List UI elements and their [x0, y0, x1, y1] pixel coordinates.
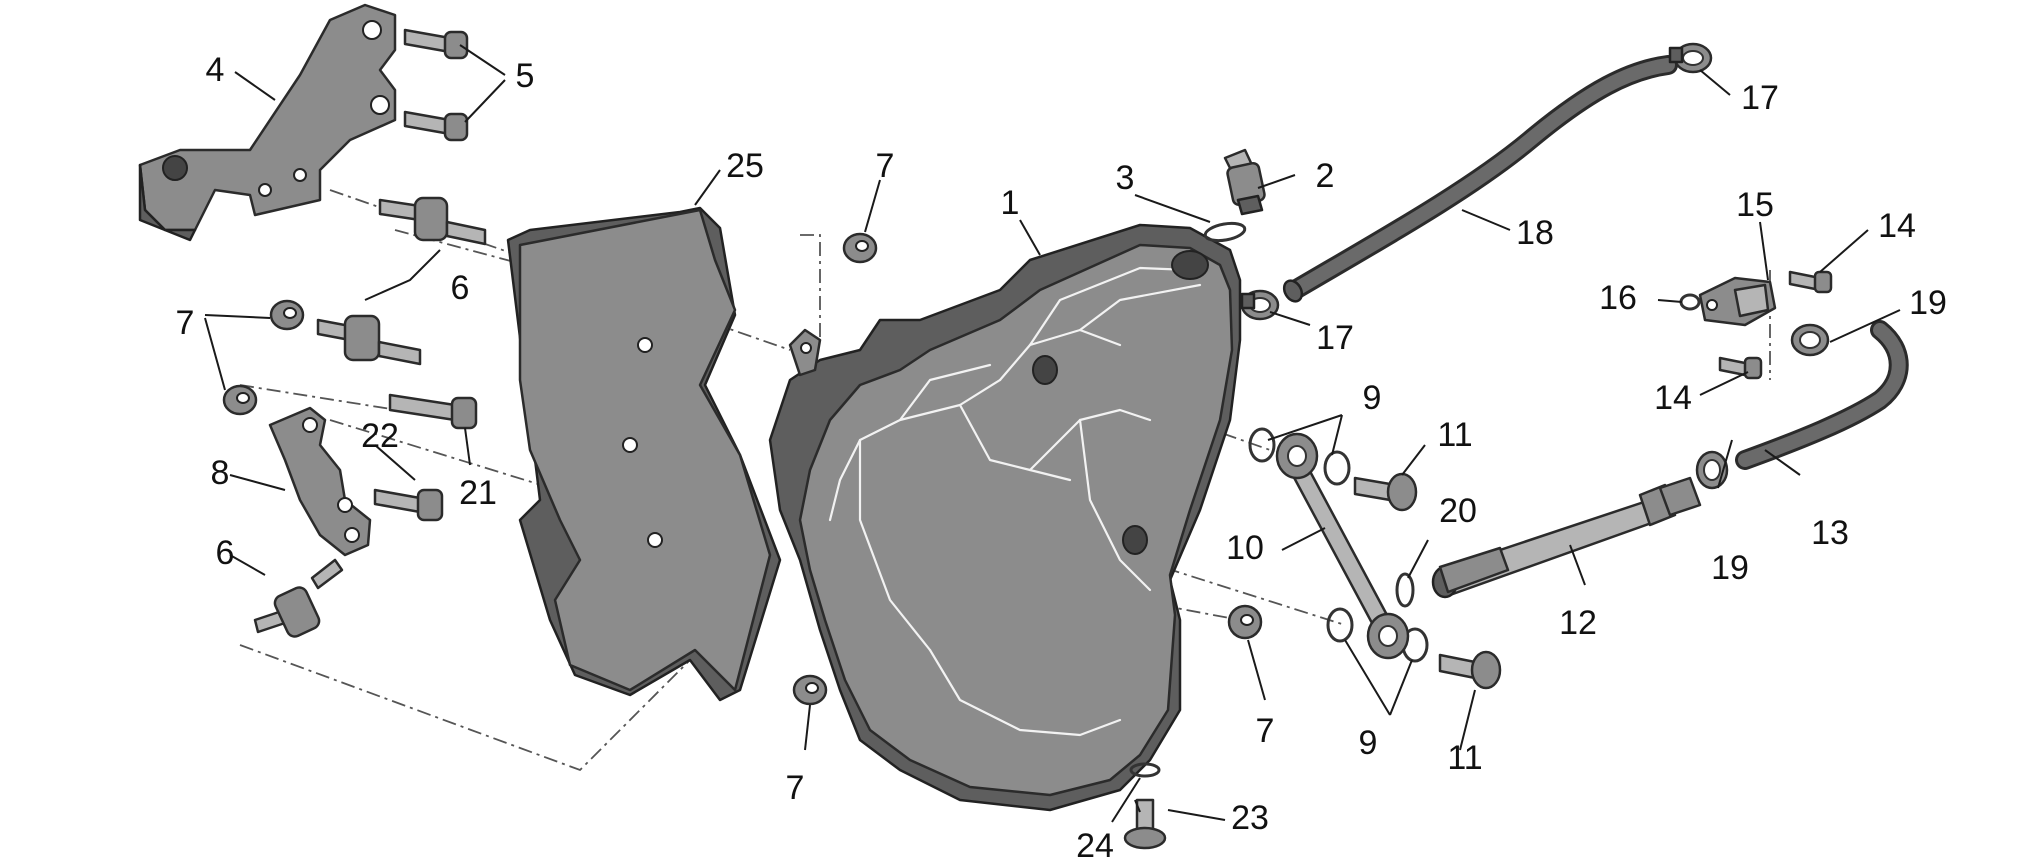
part-6-silent-block-middle [316, 314, 422, 366]
callout-11-upper: 11 [1437, 416, 1472, 454]
callout-20: 20 [1439, 492, 1477, 530]
callout-19-upper: 19 [1909, 284, 1947, 322]
callout-15: 15 [1736, 186, 1774, 224]
callout-12: 12 [1559, 604, 1597, 642]
part-3-o-ring [1203, 221, 1247, 243]
callout-9-lower: 9 [1359, 724, 1378, 762]
part-21-bolt [388, 393, 478, 430]
callout-2: 2 [1316, 157, 1335, 195]
part-14-screw-lower [1718, 356, 1763, 380]
part-11-banjo-bolt-upper [1353, 472, 1418, 512]
callout-7-top: 7 [876, 147, 895, 185]
part-18-breather-hose [1282, 55, 1678, 303]
part-7-nut-right [1227, 604, 1263, 640]
callout-5: 5 [516, 57, 535, 95]
part-5-screws [403, 28, 469, 142]
part-20-o-ring [1395, 572, 1415, 608]
callout-3: 3 [1116, 159, 1135, 197]
part-11-banjo-bolt-lower [1438, 650, 1502, 690]
callout-25: 25 [726, 147, 764, 185]
callout-23: 23 [1231, 799, 1269, 837]
callout-labels: 4 5 6 7 8 6 22 21 25 7 1 3 2 17 18 17 9 … [176, 51, 1947, 864]
part-16-o-ring [1679, 293, 1701, 311]
callout-17-lower: 17 [1316, 319, 1354, 357]
callout-17-upper: 17 [1741, 79, 1779, 117]
callout-4: 4 [206, 51, 225, 89]
leader-lines [204, 44, 1901, 823]
part-6-silent-block-lower [253, 558, 344, 638]
part-22-bolt [373, 488, 444, 522]
part-23-drain-plug [1123, 798, 1167, 850]
callout-16: 16 [1599, 279, 1637, 317]
part-19-hose-clamp-lower [1695, 450, 1729, 490]
callout-10: 10 [1226, 529, 1264, 567]
part-1-oil-tank [768, 223, 1242, 812]
callout-21: 21 [459, 474, 497, 512]
callout-13: 13 [1811, 514, 1849, 552]
callout-7-right: 7 [1256, 712, 1275, 750]
callout-8: 8 [211, 454, 230, 492]
part-4-bracket [138, 3, 397, 242]
callout-22: 22 [361, 417, 399, 455]
part-14-screw-upper [1788, 270, 1833, 294]
callout-1: 1 [1001, 184, 1020, 222]
callout-6-upper: 6 [451, 269, 470, 307]
callout-6-lower: 6 [216, 534, 235, 572]
part-7-nut-left-upper [269, 299, 305, 331]
part-17-hose-clamp-upper [1668, 42, 1713, 74]
callout-11-lower: 11 [1447, 739, 1482, 777]
part-25-side-panel [506, 206, 782, 702]
callout-24: 24 [1076, 827, 1114, 864]
callout-18: 18 [1516, 214, 1554, 252]
part-7-nut-bottom [792, 674, 828, 706]
part-8-small-bracket [268, 406, 372, 557]
part-19-hose-clamp-upper [1790, 323, 1830, 357]
part-13-return-hose [1735, 320, 1909, 470]
part-10-banjo-pipe [1275, 432, 1410, 660]
part-24-washer [1129, 762, 1161, 778]
callout-9-upper: 9 [1363, 379, 1382, 417]
callout-19-lower: 19 [1711, 549, 1749, 587]
part-7-nut-left-lower [222, 384, 258, 416]
part-2-filler-cap [1223, 148, 1266, 216]
callout-7-bottom: 7 [786, 769, 805, 807]
callout-14-upper: 14 [1878, 207, 1916, 245]
part-12-fitting-tube [1431, 476, 1702, 599]
part-17-hose-clamp-lower [1240, 289, 1280, 321]
callout-7-left: 7 [176, 304, 195, 342]
part-6-silent-block-upper [378, 196, 487, 246]
callout-14-lower: 14 [1654, 379, 1692, 417]
part-7-nut-top [842, 232, 878, 264]
part-15-hose-fitting [1698, 276, 1777, 327]
